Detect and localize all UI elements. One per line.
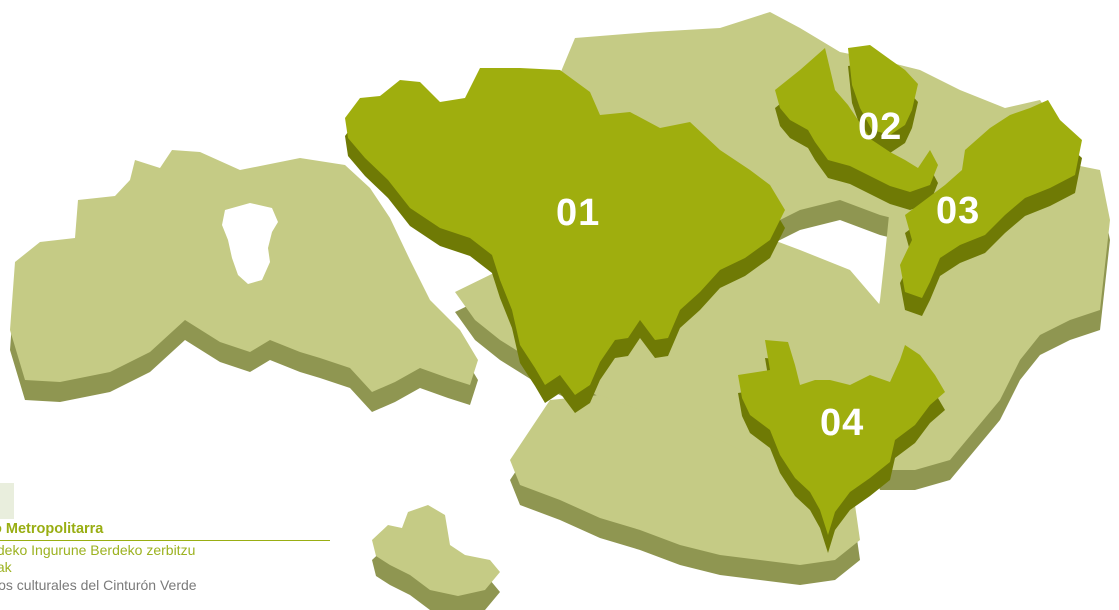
legend-spanish-text: cios culturales del Cinturón Verde (0, 577, 197, 593)
legend-title: o Metropolitarra (0, 521, 104, 537)
legend-divider (0, 540, 330, 541)
legend-marker (0, 483, 14, 519)
zone-01-label[interactable]: 01 (556, 192, 601, 234)
legend: o Metropolitarra aldeko Ingurune Berdeko… (0, 483, 340, 610)
legend-basque-line-2: alak (0, 559, 12, 575)
legend-basque-text: aldeko Ingurune Berdeko zerbitzu alak (0, 542, 195, 576)
zone-04-label[interactable]: 04 (820, 402, 865, 444)
zone-02-label[interactable]: 02 (858, 106, 903, 148)
legend-basque-line-1: aldeko Ingurune Berdeko zerbitzu (0, 542, 196, 558)
zone-03-label[interactable]: 03 (936, 190, 981, 232)
